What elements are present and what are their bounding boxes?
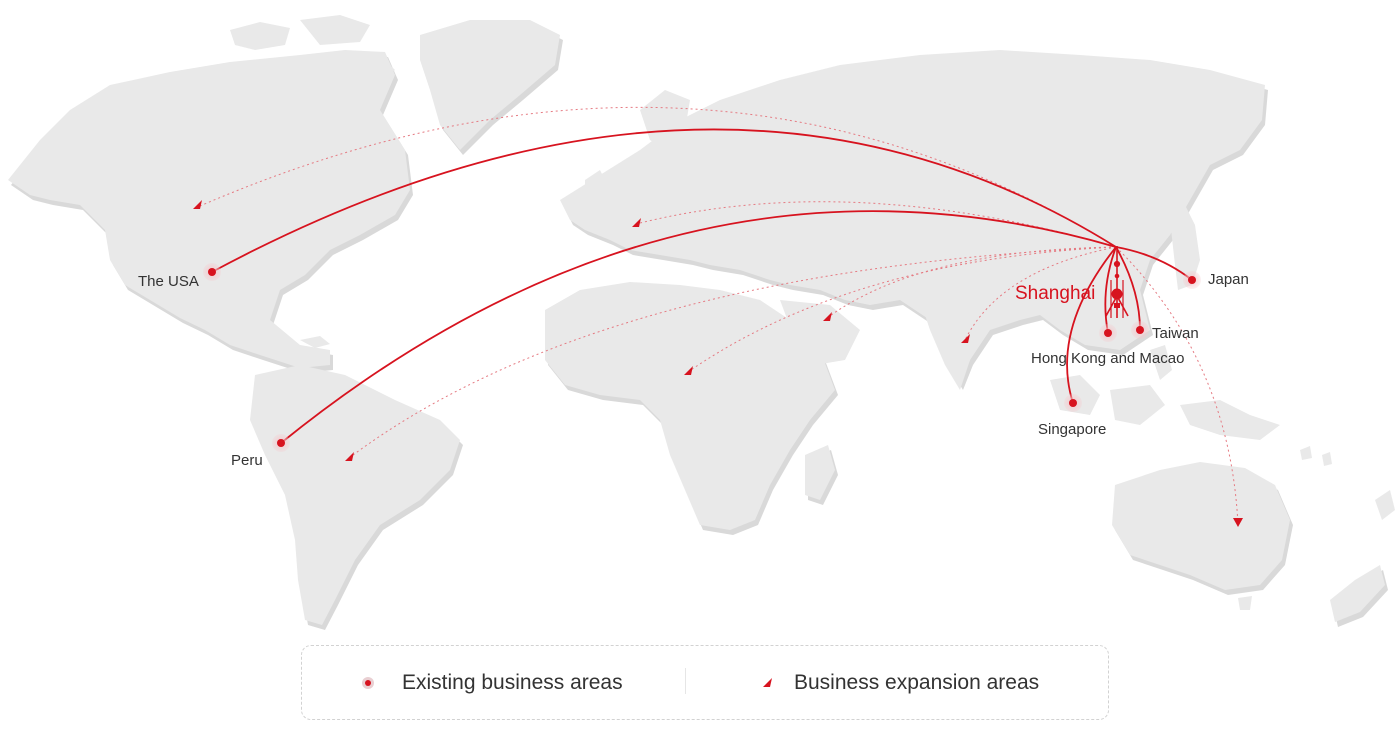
label-taiwan: Taiwan — [1152, 325, 1199, 342]
japan-marker — [1183, 271, 1201, 289]
expansion-arrow-icon — [684, 366, 693, 375]
red-dot-icon — [362, 676, 374, 689]
taiwan-marker — [1131, 321, 1149, 339]
oriental-pearl-tower-icon — [1105, 246, 1129, 318]
red-arrowhead-icon — [762, 677, 774, 689]
label-peru: Peru — [231, 452, 263, 469]
route-to-middle-east — [826, 246, 1117, 319]
expansion-markers — [193, 200, 1243, 527]
singapore-marker — [1064, 394, 1082, 412]
label-hong-kong-macao: Hong Kong and Macao — [1031, 350, 1184, 367]
expansion-arrow-icon — [345, 452, 354, 461]
existing-markers — [203, 263, 1201, 452]
label-shanghai: Shanghai — [1015, 283, 1095, 304]
peru-marker — [272, 434, 290, 452]
route-to-africa — [687, 246, 1117, 373]
legend-divider — [685, 668, 686, 694]
hong-kong-marker — [1099, 324, 1117, 342]
route-to-usa — [211, 128, 1117, 273]
label-usa: The USA — [138, 273, 199, 290]
expansion-arrow-icon — [1233, 518, 1243, 527]
usa-marker — [203, 263, 221, 281]
expansion-arrow-icon — [961, 334, 970, 343]
expansion-routes — [199, 106, 1239, 526]
expansion-arrow-icon — [823, 312, 832, 321]
route-to-europe — [635, 201, 1117, 248]
route-to-singapore — [1066, 246, 1117, 404]
route-to-australia — [1115, 246, 1239, 526]
legend-expansion: Business expansion areas — [762, 646, 1039, 719]
legend-existing: Existing business areas — [362, 646, 623, 719]
label-japan: Japan — [1208, 271, 1249, 288]
legend-existing-label: Existing business areas — [402, 670, 623, 694]
route-to-peru — [280, 210, 1117, 444]
expansion-arrow-icon — [193, 200, 202, 209]
location-labels: The USA Peru Japan Taiwan Hong Kong and … — [138, 271, 1249, 469]
map-legend: Existing business areas Business expansi… — [301, 645, 1109, 720]
route-to-south-asia — [964, 246, 1117, 341]
legend-expansion-label: Business expansion areas — [794, 670, 1040, 694]
route-to-south-america-east — [348, 246, 1117, 459]
land-masses — [8, 15, 1395, 630]
label-singapore: Singapore — [1038, 421, 1106, 438]
expansion-arrow-icon — [632, 218, 641, 227]
